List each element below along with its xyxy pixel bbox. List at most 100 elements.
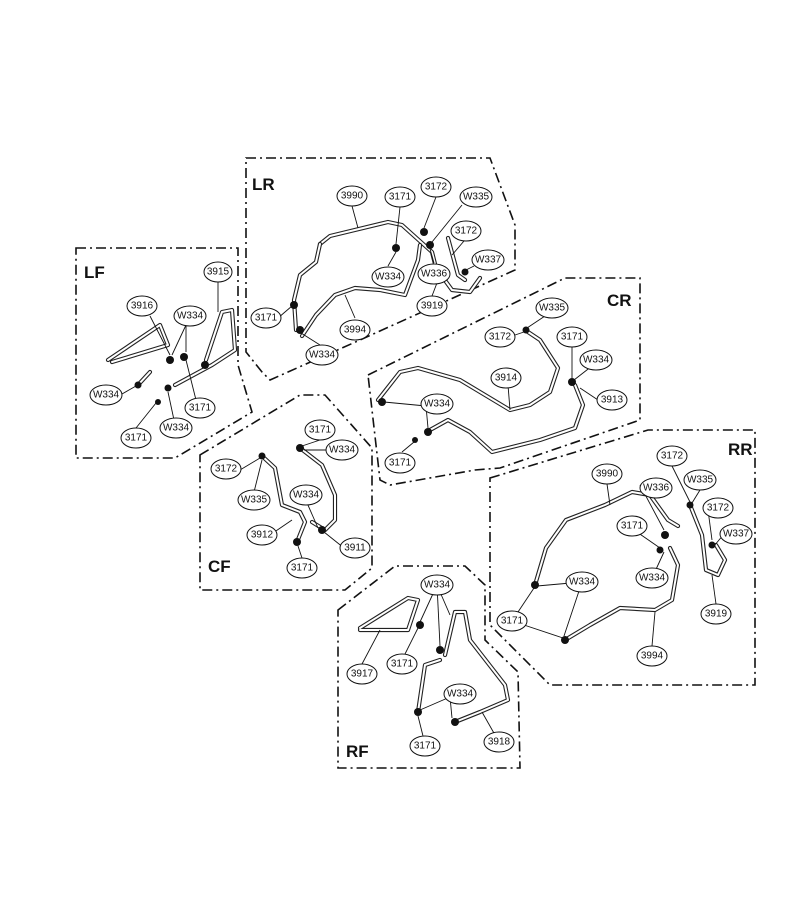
callout-label: 3990 [596,469,619,480]
fitting [412,437,418,443]
callout: 3911 [339,537,371,559]
callout: 3171 [496,610,528,632]
tube-rf-3918 [442,609,511,725]
callout: W334 [173,305,207,327]
callout: 3914 [490,367,522,389]
fitting [296,326,304,334]
fitting [661,531,669,539]
callout: 3171 [184,397,216,419]
group-border-lf [75,247,253,459]
callout-label: 3171 [389,458,412,469]
callout: 3990 [591,463,623,485]
callout-label: 3171 [391,659,414,670]
callout-label: 3911 [344,543,366,554]
callout: 3913 [596,389,628,411]
callout: W334 [565,571,599,593]
callout-label: 3171 [561,332,584,343]
callout-label: 3171 [414,741,437,752]
callout-label: W334 [569,577,596,588]
callout: W335 [683,469,717,491]
group-label-rr: RR [728,440,753,459]
callout-label: W334 [447,689,474,700]
fitting [686,501,694,509]
callout: 3919 [416,295,448,317]
callout-label: 3919 [421,301,444,312]
callout: 3171 [250,307,282,329]
callout: 3172 [420,176,452,198]
callout-label: W334 [583,355,610,366]
fitting [708,541,716,549]
callout-label: W334 [639,573,666,584]
callout: W337 [719,523,753,545]
callout: 3990 [336,185,368,207]
callout: 3171 [409,735,441,757]
callout-label: W334 [309,350,336,361]
fitting [424,428,432,436]
callout-label: W334 [93,390,120,401]
callout: 3916 [126,295,158,317]
tube-lf-3916 [105,322,171,365]
callout: W334 [635,567,669,589]
callout-label: 3171 [621,521,644,532]
callout: W334 [579,349,613,371]
callout: 3919 [700,603,732,625]
callout-label: 3172 [215,464,238,475]
callout-label: 3916 [131,301,154,312]
callout-label: W334 [293,490,320,501]
callout: 3171 [304,419,336,441]
callout-label: 3171 [309,425,332,436]
callout: W334 [371,266,405,288]
group-border-rr [489,429,756,686]
callout: W335 [535,297,569,319]
callout: W334 [325,439,359,461]
group-label-lf: LF [84,263,105,282]
fitting [164,384,172,392]
callout: W334 [420,574,454,596]
callout-label: W337 [475,255,502,266]
group-border-rf [337,565,521,769]
group-borders [75,157,756,769]
callout: 3994 [339,319,371,341]
fitting [392,244,400,252]
callout-label: 3994 [641,651,664,662]
callout-label: W336 [421,269,448,280]
callout: 3171 [616,515,648,537]
group-border-cf [199,394,373,591]
callout-label: 3919 [705,609,728,620]
callout-label: 3171 [125,433,148,444]
callouts: 3915 3916 W334 W334 3171 3171 W334 3990 … [89,176,753,757]
callout-label: W334 [424,580,451,591]
fitting [561,636,569,644]
group-border-cr [367,277,641,486]
callout-label: W335 [687,475,714,486]
brake-tubes [105,219,728,725]
fitting [656,546,664,554]
fitting [134,381,142,389]
fitting [201,361,209,369]
callout-label: W335 [539,303,566,314]
callout-label: 3171 [389,192,412,203]
callout-label: W335 [463,192,490,203]
callout: W334 [305,344,339,366]
fitting [378,398,386,406]
callout: W334 [420,393,454,415]
callout: 3171 [556,326,588,348]
callout-label: 3171 [255,313,278,324]
fitting [416,621,424,629]
callout: W334 [289,484,323,506]
fitting [522,326,530,334]
callout: 3171 [120,427,152,449]
callout: W335 [237,489,271,511]
callout-label: 3914 [495,373,518,384]
group-border-lr [245,157,516,381]
callout: 3171 [386,653,418,675]
callout-label: 3171 [291,563,314,574]
callout-label: 3172 [425,182,448,193]
callout-label: 3171 [189,403,212,414]
fitting [290,301,298,309]
callout: 3172 [702,497,734,519]
callout: 3172 [656,445,688,467]
callout-label: W337 [723,529,750,540]
fitting [436,646,444,654]
fitting [531,581,539,589]
